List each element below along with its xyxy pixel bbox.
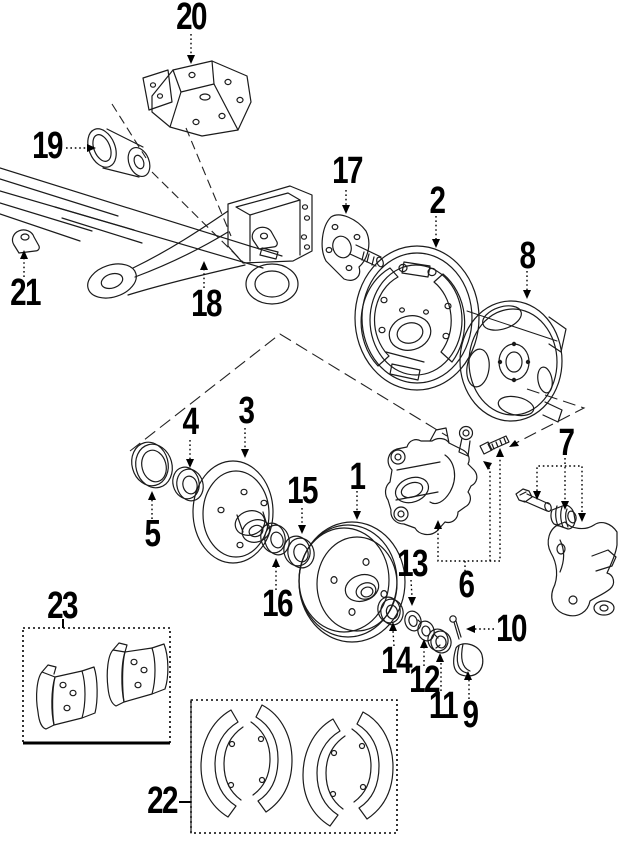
part-label-1: 1 bbox=[349, 456, 367, 498]
outer-bearing-illustration bbox=[377, 596, 404, 626]
trailing-arm-illustration bbox=[87, 185, 313, 305]
nut-lock-illustration bbox=[417, 619, 435, 642]
part-label-4: 4 bbox=[182, 401, 200, 443]
caliper-mount-bracket-illustration bbox=[547, 521, 618, 617]
part-label-14: 14 bbox=[381, 640, 412, 682]
part-label-20: 20 bbox=[176, 0, 207, 38]
washer-illustration bbox=[404, 610, 422, 632]
part-label-19: 19 bbox=[32, 125, 63, 167]
splash-shield-illustration bbox=[459, 300, 567, 423]
caliper-sleeve-illustration bbox=[550, 504, 577, 530]
part-label-12: 12 bbox=[409, 659, 440, 701]
brake-pad-illustration bbox=[106, 642, 169, 707]
backing-plate-illustration bbox=[354, 245, 480, 391]
part-label-18: 18 bbox=[191, 283, 222, 325]
part-label-22: 22 bbox=[147, 780, 178, 822]
part-label-3: 3 bbox=[238, 390, 256, 432]
part-label-13: 13 bbox=[397, 543, 428, 585]
spindle-nut-illustration bbox=[427, 628, 452, 654]
part-label-16: 16 bbox=[262, 583, 293, 625]
brake-caliper-illustration bbox=[384, 425, 510, 536]
part-label-15: 15 bbox=[287, 470, 318, 512]
dust-cap-illustration bbox=[453, 643, 484, 677]
grease-seal-illustration bbox=[131, 441, 173, 489]
part-label-9: 9 bbox=[462, 694, 480, 736]
part-label-17: 17 bbox=[332, 150, 363, 192]
clamp-illustration bbox=[11, 229, 40, 254]
brake-shoe-illustration bbox=[200, 709, 244, 818]
part-label-8: 8 bbox=[519, 235, 537, 277]
part-label-23: 23 bbox=[47, 585, 78, 627]
arm-bushing-illustration bbox=[87, 128, 151, 178]
part-label-10: 10 bbox=[496, 608, 527, 650]
callout-leaders bbox=[20, 34, 586, 803]
brake-rotor-illustration bbox=[192, 460, 274, 564]
mounting-bracket-illustration bbox=[142, 60, 252, 137]
brake-pad-kit-box bbox=[22, 627, 171, 745]
part-label-2: 2 bbox=[429, 180, 447, 222]
brake-shoe-illustration bbox=[302, 718, 346, 827]
brake-shoe-illustration bbox=[351, 711, 394, 820]
part-label-21: 21 bbox=[10, 272, 41, 314]
inner-bearing-illustration bbox=[172, 466, 204, 502]
part-label-5: 5 bbox=[144, 513, 162, 555]
phantom-alignment-lines bbox=[111, 103, 586, 452]
axle-beam-illustration bbox=[0, 167, 283, 269]
brake-pad-illustration bbox=[36, 664, 98, 730]
brake-shoe-kit-box bbox=[190, 699, 398, 834]
brake-shoe-illustration bbox=[250, 704, 293, 813]
bearing-16-illustration bbox=[260, 522, 290, 556]
part-label-7: 7 bbox=[558, 422, 576, 464]
brake-drum-illustration bbox=[298, 521, 406, 643]
spindle-illustration bbox=[321, 214, 384, 281]
cotter-pin-illustration bbox=[449, 615, 462, 640]
part-label-6: 6 bbox=[458, 564, 476, 606]
part-label-11: 11 bbox=[428, 685, 459, 727]
caliper-bolt-illustration bbox=[515, 488, 552, 512]
